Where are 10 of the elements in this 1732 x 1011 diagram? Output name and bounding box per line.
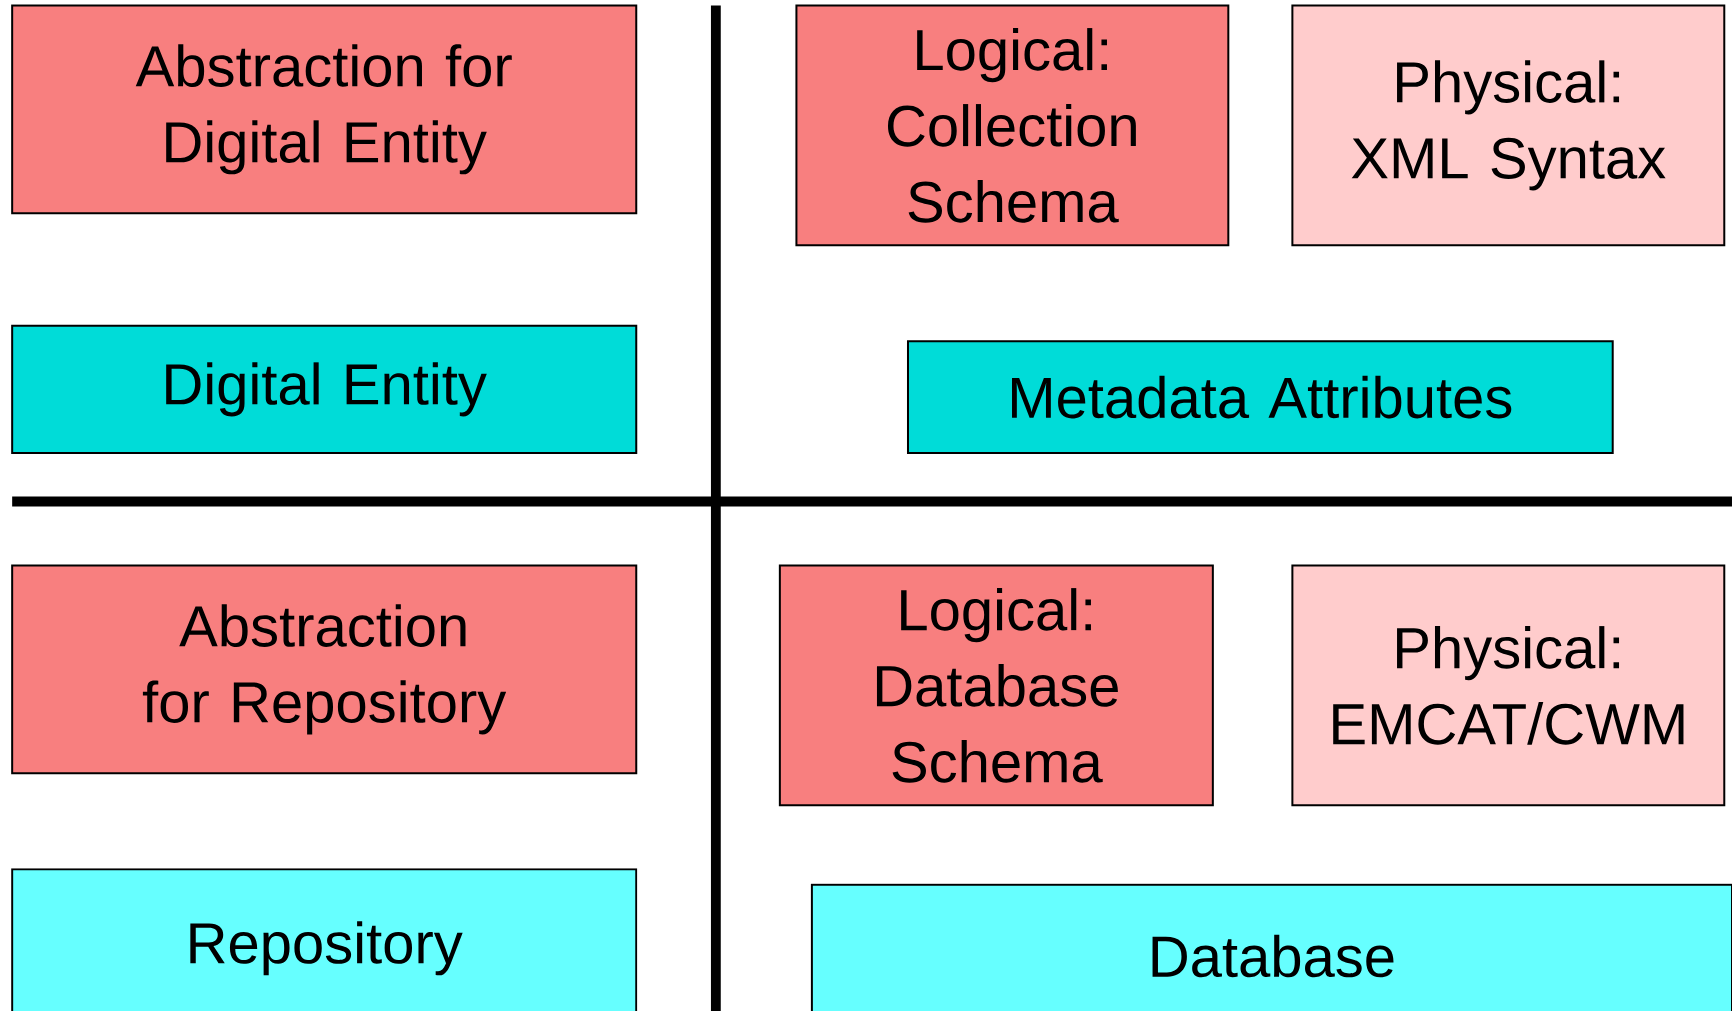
- concept-box: Logical: Collection Schema: [795, 4, 1230, 247]
- concept-box: Physical: EMCAT/CWM: [1291, 564, 1726, 807]
- concept-box: Database: [810, 883, 1732, 1011]
- concept-box: Abstraction for Repository: [11, 564, 638, 775]
- concept-box: Repository: [11, 868, 638, 1011]
- concept-box: Digital Entity: [11, 324, 638, 454]
- concept-box: Physical: XML Syntax: [1291, 4, 1726, 247]
- concept-box: Logical: Database Schema: [778, 564, 1214, 807]
- concept-box: Metadata Attributes: [907, 340, 1614, 454]
- concept-box: Abstraction for Digital Entity: [11, 4, 638, 215]
